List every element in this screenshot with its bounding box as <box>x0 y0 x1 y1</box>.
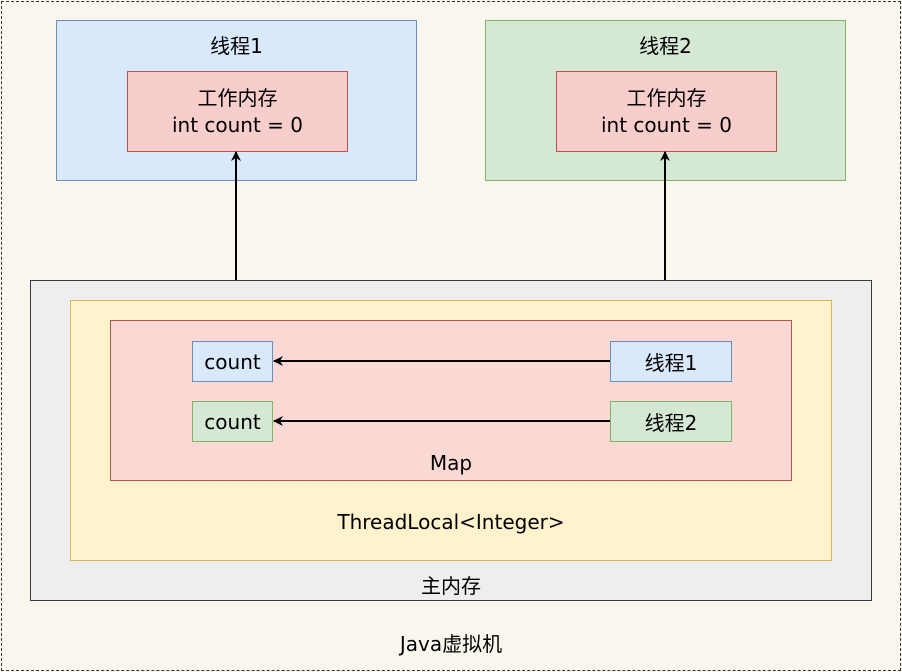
map-value-count-1: count <box>192 341 273 382</box>
threadlocal-label: ThreadLocal<Integer> <box>337 510 565 534</box>
thread2-work-memory-value: int count = 0 <box>600 112 733 137</box>
map-key-thread1: 线程1 <box>610 341 732 382</box>
main-memory-label: 主内存 <box>421 574 481 598</box>
jvm-label: Java虚拟机 <box>399 632 503 656</box>
map-value-count-2: count <box>192 401 273 442</box>
thread2-work-memory-title: 工作内存 <box>626 85 707 110</box>
map-label: Map <box>429 451 473 475</box>
thread1-work-memory-value: int count = 0 <box>171 112 304 137</box>
map-key-thread2: 线程2 <box>610 401 732 442</box>
thread1-title: 线程1 <box>210 34 263 58</box>
thread1-work-memory-title: 工作内存 <box>197 85 278 110</box>
thread2-title: 线程2 <box>639 34 692 58</box>
